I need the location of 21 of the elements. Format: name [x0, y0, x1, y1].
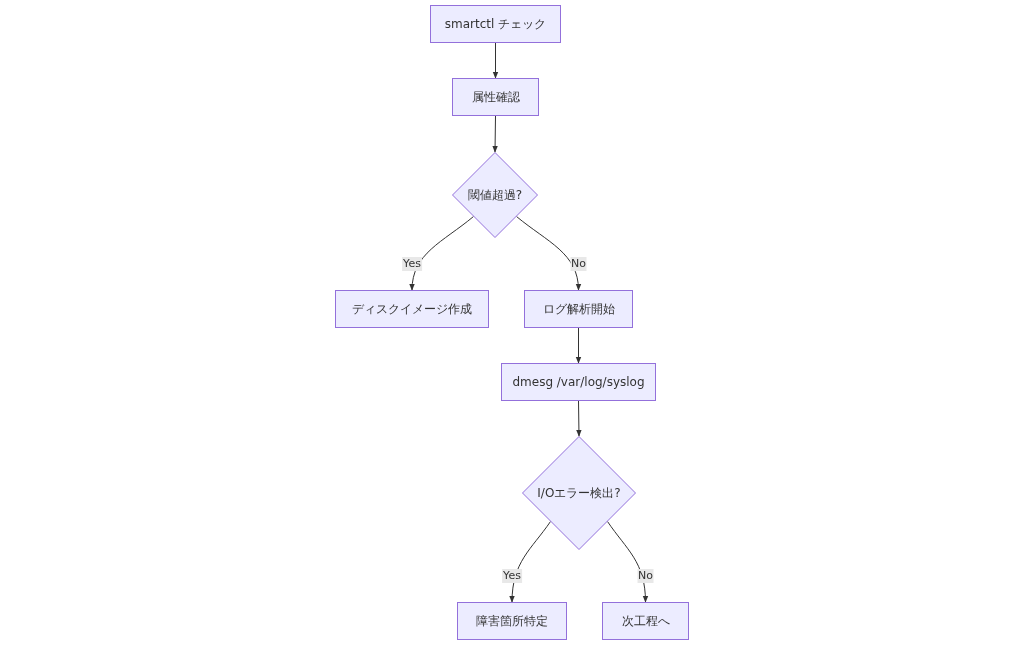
process-box: 次工程へ [602, 602, 689, 640]
arrow [409, 216, 474, 291]
edge-label: Yes [502, 569, 522, 583]
process-box: dmesg /var/log/syslog [501, 363, 656, 401]
edge-label: Yes [402, 257, 422, 271]
arrow [492, 42, 499, 79]
arrow [607, 521, 649, 603]
arrow [492, 115, 498, 153]
edge-label: No [570, 257, 587, 271]
arrow [516, 216, 581, 291]
process-box: ディスクイメージ作成 [335, 290, 489, 328]
decision-diamond: 閾値超過? [452, 152, 538, 238]
arrow [576, 400, 582, 437]
edge-label: No [637, 569, 654, 583]
process-box: smartctl チェック [430, 5, 561, 43]
process-box: ログ解析開始 [524, 290, 633, 328]
process-box: 障害箇所特定 [457, 602, 567, 640]
process-box: 属性確認 [452, 78, 539, 116]
arrow [575, 327, 582, 364]
decision-diamond: I/Oエラー検出? [522, 436, 636, 550]
arrow [509, 521, 551, 603]
